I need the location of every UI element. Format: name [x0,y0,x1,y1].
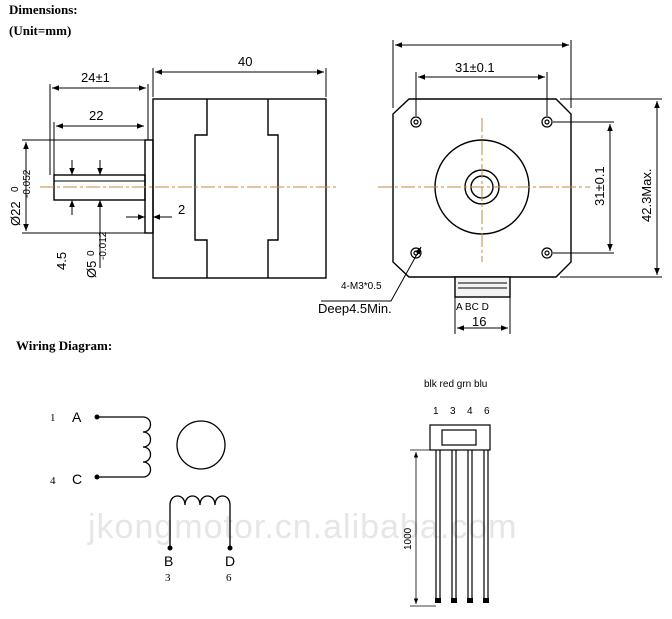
dia-22-tol-upper: 0 [10,186,21,192]
lead-connector [410,424,491,607]
terminal-dots [94,414,233,551]
terminal-6-number: 6 [226,572,232,584]
dia-22-label: Ø22 [8,201,23,226]
dim-42-3-label: 42.3Max. [639,169,654,222]
lamination-line-left [194,99,208,278]
dim-42-3-label-group: 42.3Max. [639,169,654,222]
dim-4-5-label-group: 4.5 [54,252,69,270]
dia-5-tol-lower: -0.012 [98,231,109,260]
coil-bd [169,495,231,506]
mounting-holes [410,116,553,259]
coil-ac [142,416,152,478]
pin-6-label: 6 [484,406,490,417]
rotor-circle [176,420,226,470]
terminal-4-number: 4 [50,475,56,487]
dia-5-tol-upper: 0 [86,250,97,256]
front-face-outline [392,98,572,278]
wiring-schematic [97,416,231,548]
lead-length-label: 1000 [403,527,414,550]
dim-2-label: 2 [178,202,185,217]
dimensions-heading: Dimensions: [9,2,78,17]
wire-color-labels: blk red grn blu [424,379,487,390]
dim-24-label: 24±1 [81,70,110,85]
pin-1-label: 1 [433,406,439,417]
screw-callout-label: 4-M3*0.5 [341,281,382,292]
connector-housing [454,276,511,298]
unit-heading: (Unit=mm) [9,23,72,38]
terminal-3-number: 3 [165,572,171,584]
dia-5-label-group: Ø5 0 -0.012 [84,231,109,278]
terminal-1-number: 1 [50,412,56,424]
dim-16-label: 16 [472,314,486,329]
dia-5-label: Ø5 [84,261,99,278]
lead-ends [435,598,489,603]
dim-31-top-label: 31±0.1 [455,60,495,75]
screw-depth-label: Deep4.5Min. [318,301,392,316]
dim-40-label: 40 [238,54,252,69]
terminal-b-label: B [164,553,173,569]
terminal-d-label: D [225,553,235,569]
watermark-text: jkongmotor.cn.alibaba.com [87,508,517,546]
connector-pin-labels: A BC D [456,302,489,313]
lead-length-label-group: 1000 [403,527,414,550]
motor-body-outline [152,98,327,279]
dim-31-side-label-group: 31±0.1 [592,166,607,206]
dim-4-5-label: 4.5 [54,252,69,270]
front-dimensions [321,40,662,334]
lamination-line-right [267,99,279,278]
pin-4-label: 4 [467,406,473,417]
wiring-heading: Wiring Diagram: [16,338,113,353]
dim-31-side-label: 31±0.1 [592,166,607,206]
dia-22-label-group: Ø22 0 -0.052 [8,169,33,226]
side-dimensions [22,68,327,268]
dia-22-tol-lower: -0.052 [22,169,33,198]
terminal-c-label: C [72,471,82,487]
terminal-a-label: A [72,409,82,425]
dim-22-label: 22 [89,108,103,123]
pin-3-label: 3 [450,406,456,417]
